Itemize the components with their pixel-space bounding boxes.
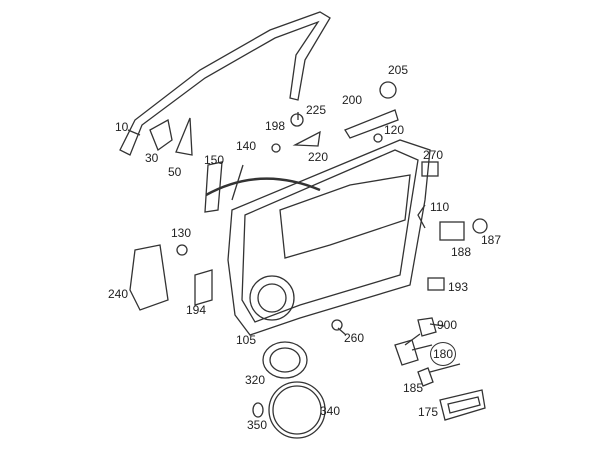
armrest bbox=[279, 174, 411, 259]
part-193 bbox=[427, 277, 445, 291]
speaker-opening bbox=[249, 275, 295, 321]
bulb-185-part bbox=[417, 367, 434, 387]
part-label-185: 185 bbox=[403, 381, 424, 395]
clip-110-part bbox=[417, 204, 426, 229]
part-label-194: 194 bbox=[186, 303, 207, 317]
part-label-175: 175 bbox=[418, 405, 439, 419]
trim-strip-200-part bbox=[344, 109, 399, 139]
part-187 bbox=[472, 218, 488, 234]
part-label-225: 225 bbox=[306, 103, 327, 117]
handle-150-part bbox=[204, 161, 223, 213]
part-label-120: 120 bbox=[384, 123, 405, 137]
part-label-205: 205 bbox=[388, 63, 409, 77]
pull-cable bbox=[205, 177, 321, 197]
part-label-340: 340 bbox=[320, 404, 341, 418]
part-label-130: 130 bbox=[171, 226, 192, 240]
clip-120 bbox=[373, 133, 383, 143]
part-label-30: 30 bbox=[145, 151, 159, 165]
socket-part bbox=[394, 339, 419, 366]
part-label-140: 140 bbox=[236, 139, 257, 153]
part-label-180: 180 bbox=[430, 342, 456, 366]
part-label-900: 900 bbox=[437, 318, 458, 332]
part-label-150: 150 bbox=[204, 153, 225, 167]
part-label-10: 10 bbox=[115, 120, 129, 134]
door-panel-inner bbox=[241, 149, 419, 323]
part-label-270: 270 bbox=[423, 148, 444, 162]
door-panel-part bbox=[227, 139, 431, 336]
window-channel-part bbox=[149, 118, 173, 152]
clip-130 bbox=[176, 244, 188, 256]
connector-900-part bbox=[417, 317, 437, 337]
switch-270-part bbox=[421, 161, 439, 177]
part-label-193: 193 bbox=[448, 280, 469, 294]
part-label-110: 110 bbox=[430, 200, 450, 214]
part-label-187: 187 bbox=[481, 233, 502, 247]
speaker-ring-320 bbox=[262, 341, 308, 379]
clip-205 bbox=[379, 81, 397, 99]
speaker-340 bbox=[268, 381, 326, 439]
rod-140 bbox=[231, 164, 244, 201]
screw-260 bbox=[331, 319, 343, 331]
cover-240-part bbox=[129, 244, 169, 311]
lamp-175-part bbox=[439, 389, 486, 421]
cover-220-part bbox=[292, 130, 321, 147]
part-188 bbox=[439, 221, 465, 241]
trim-piece-50 bbox=[175, 117, 193, 156]
part-label-240: 240 bbox=[108, 287, 129, 301]
part-label-320: 320 bbox=[245, 373, 266, 387]
bracket-194-part bbox=[194, 269, 213, 306]
tweeter-350 bbox=[252, 402, 264, 418]
clip-198 bbox=[271, 143, 281, 153]
part-label-50: 50 bbox=[168, 165, 182, 179]
part-label-220: 220 bbox=[308, 150, 329, 164]
part-label-200: 200 bbox=[342, 93, 363, 107]
part-label-105: 105 bbox=[236, 333, 257, 347]
clip-225 bbox=[290, 113, 304, 127]
part-label-350: 350 bbox=[247, 418, 268, 432]
part-label-260: 260 bbox=[344, 331, 365, 345]
window-frame-part bbox=[119, 11, 331, 156]
part-label-198: 198 bbox=[265, 119, 286, 133]
part-label-188: 188 bbox=[451, 245, 472, 259]
